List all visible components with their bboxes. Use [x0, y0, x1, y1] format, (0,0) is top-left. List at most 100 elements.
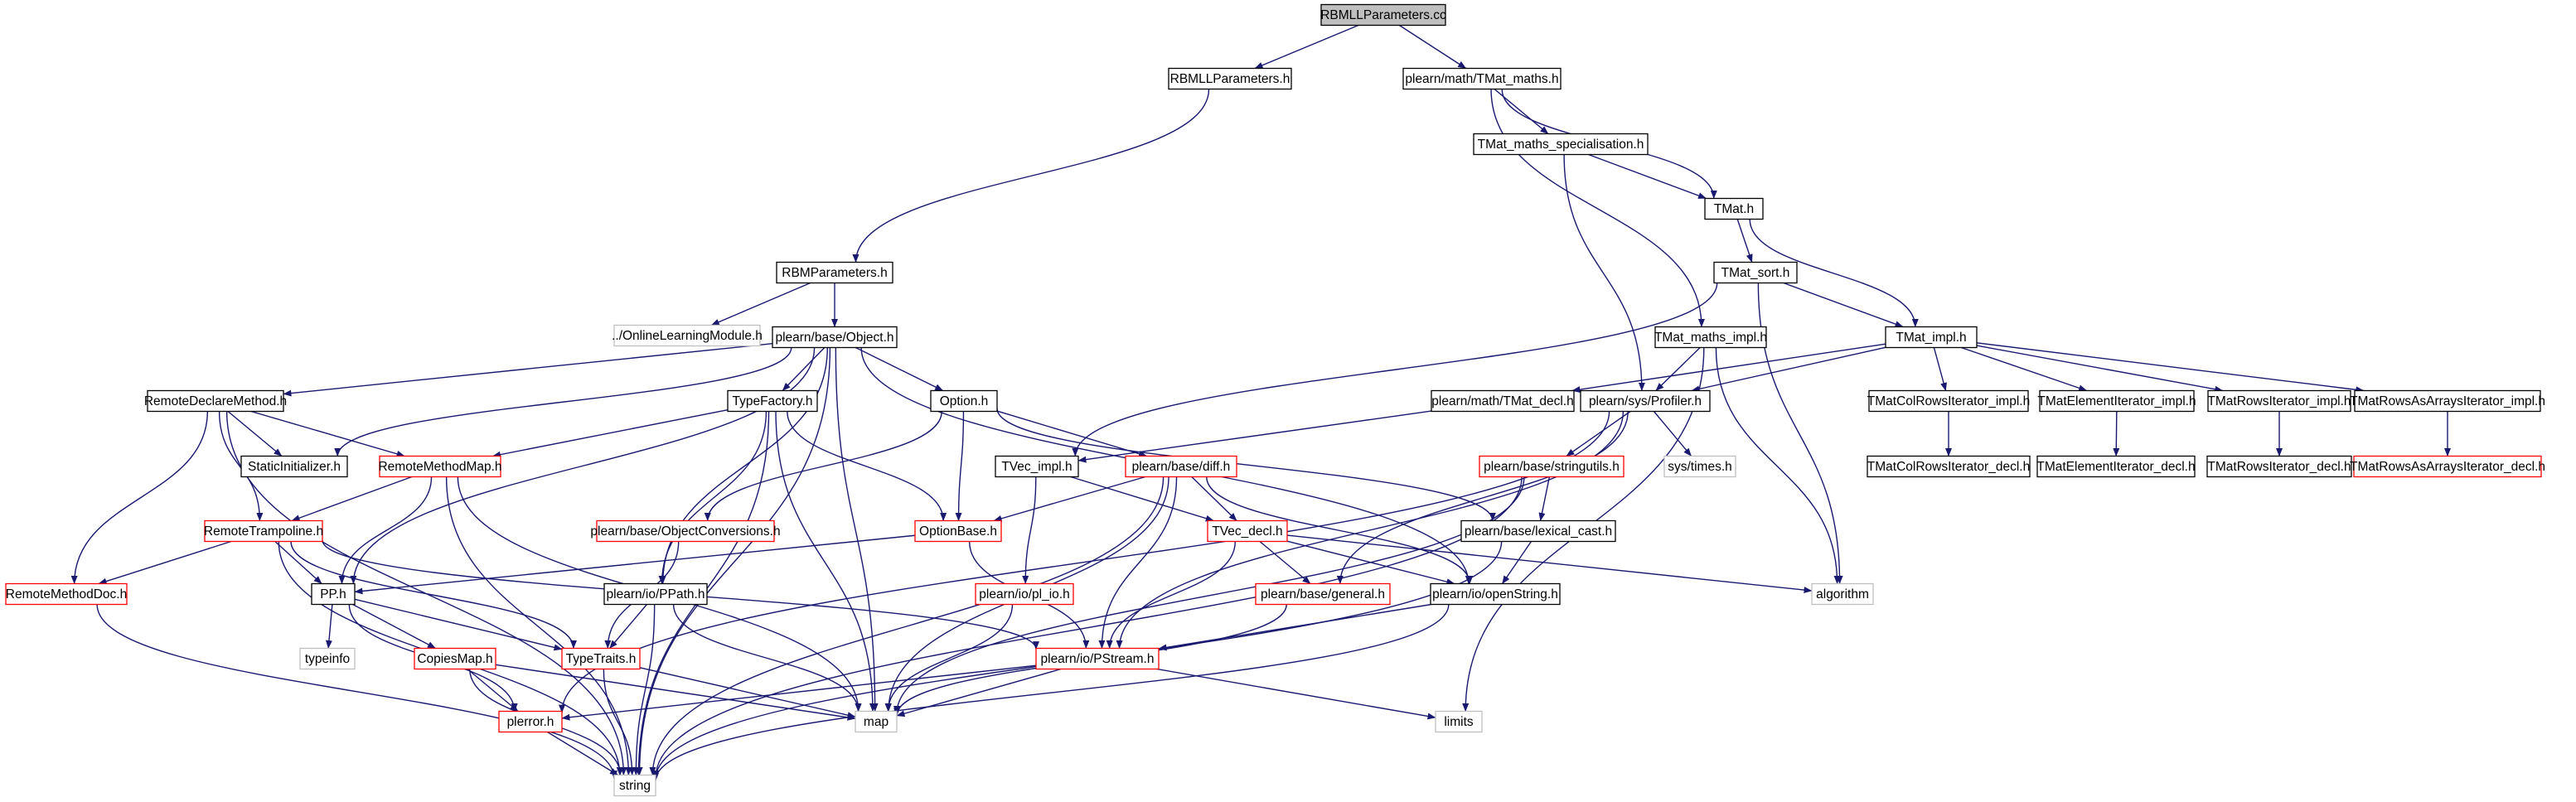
edge-optionbase_h-to-pp_h — [354, 534, 916, 595]
node-tmat-maths-h[interactable]: plearn/math/TMat_maths.h — [1402, 67, 1562, 90]
node-pstream-h[interactable]: plearn/io/PStream.h — [1035, 647, 1160, 670]
node-sys-times-h[interactable]: sys/times.h — [1663, 455, 1736, 478]
edge-remotemethodmap_h-to-pp_h — [338, 476, 433, 584]
node-plerror-h[interactable]: plerror.h — [498, 710, 563, 733]
node-option-h[interactable]: Option.h — [930, 389, 998, 413]
node-label: TMatRowsIterator_decl.h — [2207, 460, 2351, 474]
node-tvec-decl-h[interactable]: TVec_decl.h — [1207, 519, 1288, 543]
node-algorithm[interactable]: algorithm — [1811, 582, 1874, 606]
node-stringutils-h[interactable]: plearn/base/stringutils.h — [1479, 455, 1625, 478]
node-box — [311, 582, 356, 606]
node-tvec-impl-h[interactable]: TVec_impl.h — [995, 455, 1079, 478]
node-label: map — [864, 715, 889, 729]
edge-rbmparameters_h-to-onlinelearningmodule_h — [710, 282, 811, 326]
node-object-h[interactable]: plearn/base/Object.h — [772, 326, 898, 349]
node-tmatcolrowsiterator-impl-h[interactable]: TMatColRowsIterator_impl.h — [1867, 389, 2030, 413]
node-label: TMatElementIterator_impl.h — [2037, 394, 2196, 408]
node-box — [2207, 389, 2351, 413]
node-label: plearn/io/pl_io.h — [979, 587, 1069, 602]
node-remotetrampoline-h[interactable]: RemoteTrampoline.h — [204, 519, 323, 543]
node-tmat-decl-h[interactable]: plearn/math/TMat_decl.h — [1431, 389, 1575, 413]
node-typeinfo[interactable]: typeinfo — [299, 647, 356, 670]
node-label: sys/times.h — [1668, 460, 1732, 474]
node-map[interactable]: map — [855, 710, 898, 733]
edge-tmat_maths_impl_h-to-algorithm — [1715, 347, 1841, 584]
node-remotemethoddoc-h[interactable]: RemoteMethodDoc.h — [5, 582, 128, 606]
node-tmat-maths-specialisation-h[interactable]: TMat_maths_specialisation.h — [1473, 133, 1649, 156]
edge-tmat_impl_h-to-tmatrowsiterator_impl_h — [1976, 345, 2224, 393]
edge-option_h-to-optionbase_h — [955, 411, 965, 521]
node-box — [2353, 455, 2542, 478]
node-general-h[interactable]: plearn/base/general.h — [1255, 582, 1391, 606]
edge-tvec_decl_h-to-pstream_h — [1106, 541, 1237, 649]
node-tmatcolrowsiterator-decl-h[interactable]: TMatColRowsIterator_decl.h — [1867, 455, 2031, 478]
node-box — [1580, 389, 1711, 413]
node-label: TMatColRowsIterator_decl.h — [1867, 460, 2030, 474]
node-label: RemoteMethodMap.h — [378, 460, 501, 474]
edge-remotemethoddoc_h-to-string — [96, 604, 617, 780]
node-box — [1207, 519, 1288, 543]
edge-object_h-to-option_h — [855, 346, 944, 392]
node-tmatelementiterator-impl-h[interactable]: TMatElementIterator_impl.h — [2037, 389, 2196, 413]
node-objectconversions-h[interactable]: plearn/base/ObjectConversions.h — [590, 519, 781, 543]
edge-tmat_h-to-tmat_sort_h — [1736, 219, 1753, 263]
node-remotemethodmap-h[interactable]: RemoteMethodMap.h — [378, 455, 502, 478]
node-tmatrowsiterator-impl-h[interactable]: TMatRowsIterator_impl.h — [2207, 389, 2351, 413]
node-tmat-impl-h[interactable]: TMat_impl.h — [1885, 326, 1978, 349]
node-optionbase-h[interactable]: OptionBase.h — [914, 519, 1002, 543]
edge-tvec_decl_h-to-openstring_h — [1286, 540, 1455, 586]
edge-tmat_impl_h-to-profiler_h — [1691, 346, 1886, 393]
edge-option_h-to-lexical_cast_h — [996, 408, 1496, 521]
node-profiler-h[interactable]: plearn/sys/Profiler.h — [1580, 389, 1711, 413]
node-rbmllparameters-h[interactable]: RBMLLParameters.h — [1168, 67, 1292, 90]
node-tmatrowsiterator-decl-h[interactable]: TMatRowsIterator_decl.h — [2206, 455, 2352, 478]
edge-ppath_h-to-map — [672, 604, 862, 712]
edge-stringutils_h-to-lexical_cast_h — [1538, 476, 1551, 521]
node-tmat-sort-h[interactable]: TMat_sort.h — [1713, 261, 1798, 284]
edge-object_h-to-staticinitializer_h — [334, 347, 792, 457]
edge-tmat_impl_h-to-tmatrowsasarraysiterator_impl_h — [1976, 342, 2365, 394]
edge-lexical_cast_h-to-openstring_h — [1501, 541, 1533, 584]
node-tmatelementiterator-decl-h[interactable]: TMatElementIterator_decl.h — [2036, 455, 2196, 478]
node-box — [727, 389, 818, 413]
node-lexical-cast-h[interactable]: plearn/base/lexical_cast.h — [1460, 519, 1616, 543]
node-staticinitializer-h[interactable]: StaticInitializer.h — [240, 455, 348, 478]
edge-tmat_impl_h-to-tmatcolrowsiterator_impl_h — [1933, 347, 1947, 391]
node-label: TMat_impl.h — [1896, 331, 1966, 345]
node-typefactory-h[interactable]: TypeFactory.h — [727, 389, 818, 413]
node-label: OptionBase.h — [919, 524, 997, 539]
node-tmatrowsasarraysiterator-impl-h[interactable]: TMatRowsAsArraysIterator_impl.h — [2350, 389, 2545, 413]
edge-rbmllparameters_cc-to-tmat_maths_h — [1398, 24, 1467, 70]
node-limits[interactable]: limits — [1435, 710, 1483, 733]
edge-pl_io_h-to-map — [884, 604, 1014, 712]
edge-tmat_maths_impl_h-to-profiler_h — [1655, 346, 1701, 392]
node-tmatrowsasarraysiterator-decl-h[interactable]: TMatRowsAsArraysIterator_decl.h — [2350, 455, 2545, 478]
node-rbmparameters-h[interactable]: RBMParameters.h — [776, 261, 893, 284]
node-remotedeclaremethod-h[interactable]: RemoteDeclareMethod.h — [144, 389, 287, 413]
node-tmat-h[interactable]: TMat.h — [1704, 197, 1764, 220]
node-label: plearn/io/PPath.h — [607, 587, 705, 602]
edge-typefactory_h-to-optionbase_h — [787, 411, 947, 521]
node-label: plearn/base/diff.h — [1132, 460, 1231, 474]
node-pl-io-h[interactable]: plearn/io/pl_io.h — [975, 582, 1074, 606]
edge-tmat_maths_specialisation_h-to-tmat_h — [1588, 153, 1707, 200]
node-label: RBMParameters.h — [782, 266, 887, 280]
node-tmat-maths-impl-h[interactable]: TMat_maths_impl.h — [1654, 326, 1767, 349]
node-pp-h[interactable]: PP.h — [311, 582, 356, 606]
node-diff-h[interactable]: plearn/base/diff.h — [1125, 455, 1237, 478]
node-ppath-h[interactable]: plearn/io/PPath.h — [603, 582, 708, 606]
edge-ppath_h-to-typetraits_h — [609, 604, 647, 649]
edge-remotedeclaremethod_h-to-remotemethodmap_h — [250, 410, 405, 457]
node-string[interactable]: string — [613, 774, 656, 797]
edge-tmat_h-to-tmat_impl_h — [1749, 219, 1919, 327]
node-rbmllparameters-cc[interactable]: RBMLLParameters.cc — [1320, 3, 1446, 27]
edge-profiler_h-to-stringutils_h — [1566, 410, 1631, 457]
node-typetraits-h[interactable]: TypeTraits.h — [561, 647, 641, 670]
node-box — [1704, 197, 1764, 220]
node-onlinelearningmodule-h[interactable]: ../OnlineLearningModule.h — [612, 324, 763, 347]
node-label: RBMLLParameters.h — [1170, 72, 1290, 86]
node-openstring-h[interactable]: plearn/io/openString.h — [1430, 582, 1561, 606]
edge-pp_h-to-typetraits_h — [354, 598, 563, 651]
node-copiesmap-h[interactable]: CopiesMap.h — [414, 647, 496, 670]
